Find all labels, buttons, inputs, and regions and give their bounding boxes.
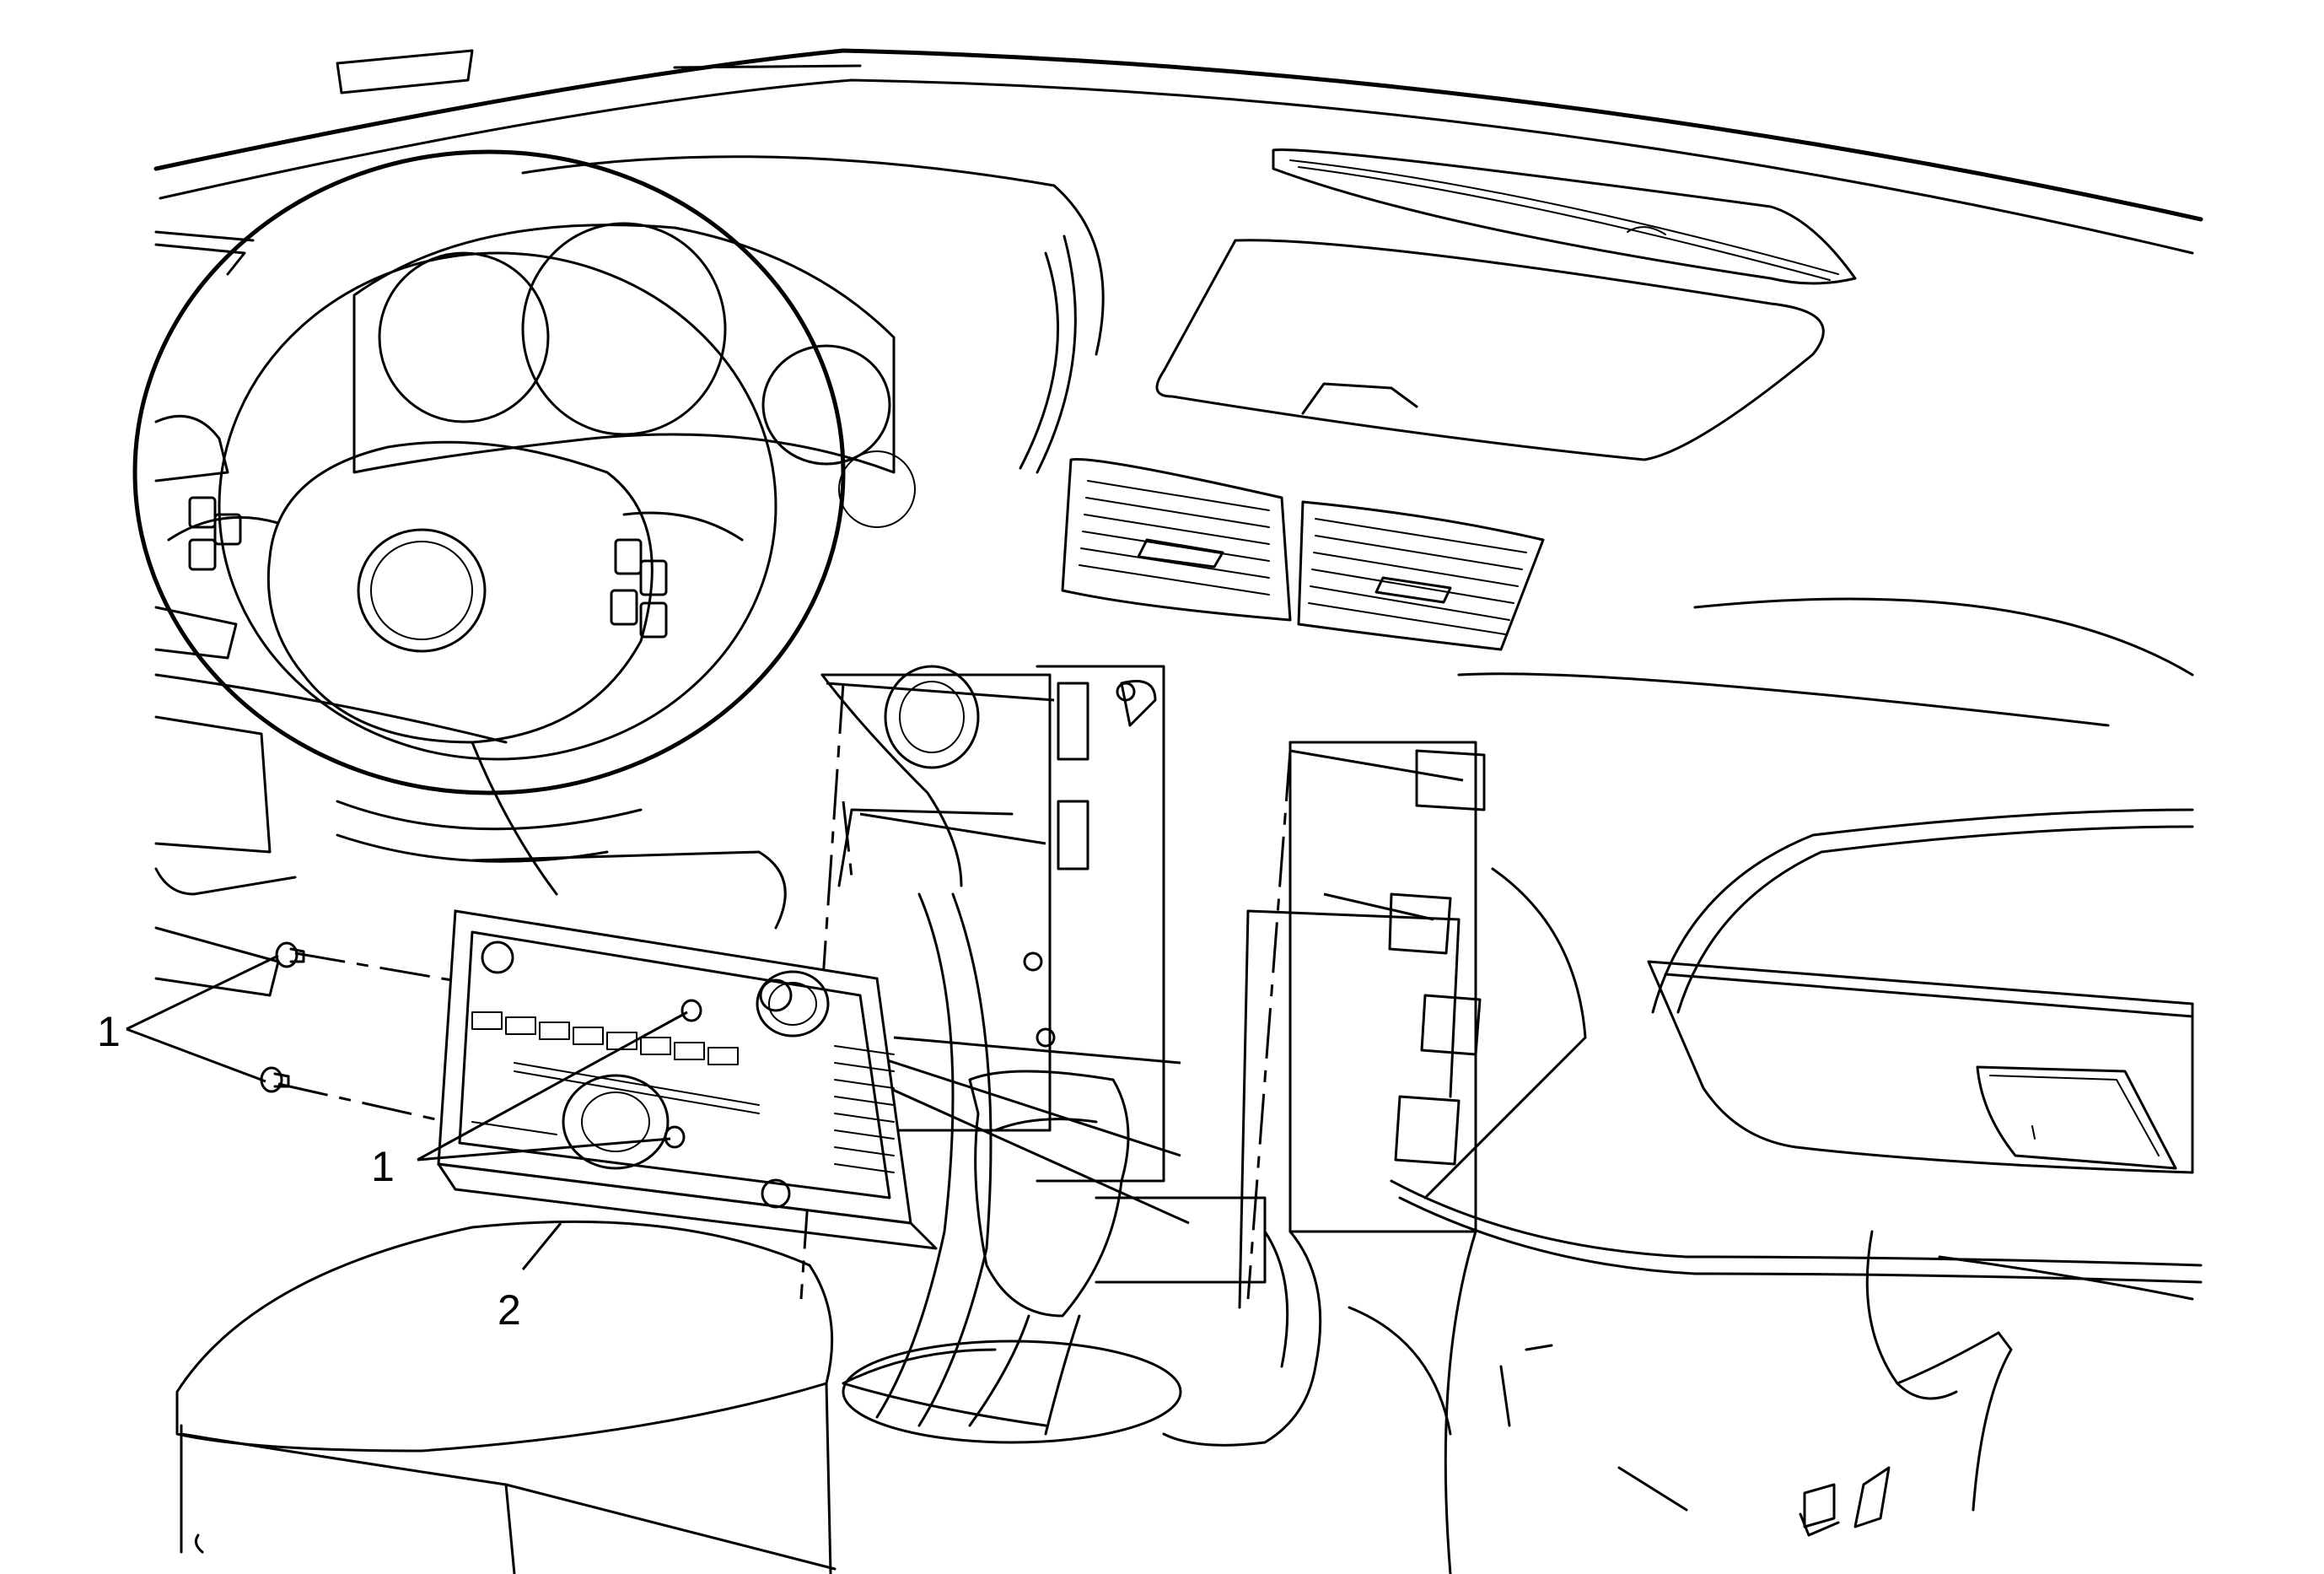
steering-wheel <box>132 149 846 930</box>
right-dash-panel <box>1390 597 2203 1284</box>
callout-label-fastener-center: 1 <box>371 1143 395 1190</box>
lower-console <box>842 892 1322 1447</box>
upper-dashboard <box>153 48 2203 356</box>
radio-cavity-frame <box>820 665 1486 1309</box>
fastener-left-lower <box>260 1066 290 1093</box>
fastener-left-upper <box>275 941 305 968</box>
callout-leaders <box>126 954 688 1270</box>
center-armrest <box>175 1220 837 1574</box>
left-dash-panel <box>154 230 508 997</box>
lower-right-kick-panel <box>1348 1230 2194 1574</box>
center-display-housing <box>1019 234 1825 474</box>
center-air-vents <box>1061 458 1545 651</box>
gear-shifter <box>842 1070 1182 1444</box>
instrument-cluster <box>352 222 916 528</box>
fastener-center-upper <box>681 999 702 1022</box>
radio-unit <box>437 909 938 1250</box>
callout-label-fastener-left: 1 <box>97 1008 121 1055</box>
callout-label-radio-unit: 2 <box>498 1286 521 1334</box>
fastener-center-lower <box>664 1125 686 1149</box>
